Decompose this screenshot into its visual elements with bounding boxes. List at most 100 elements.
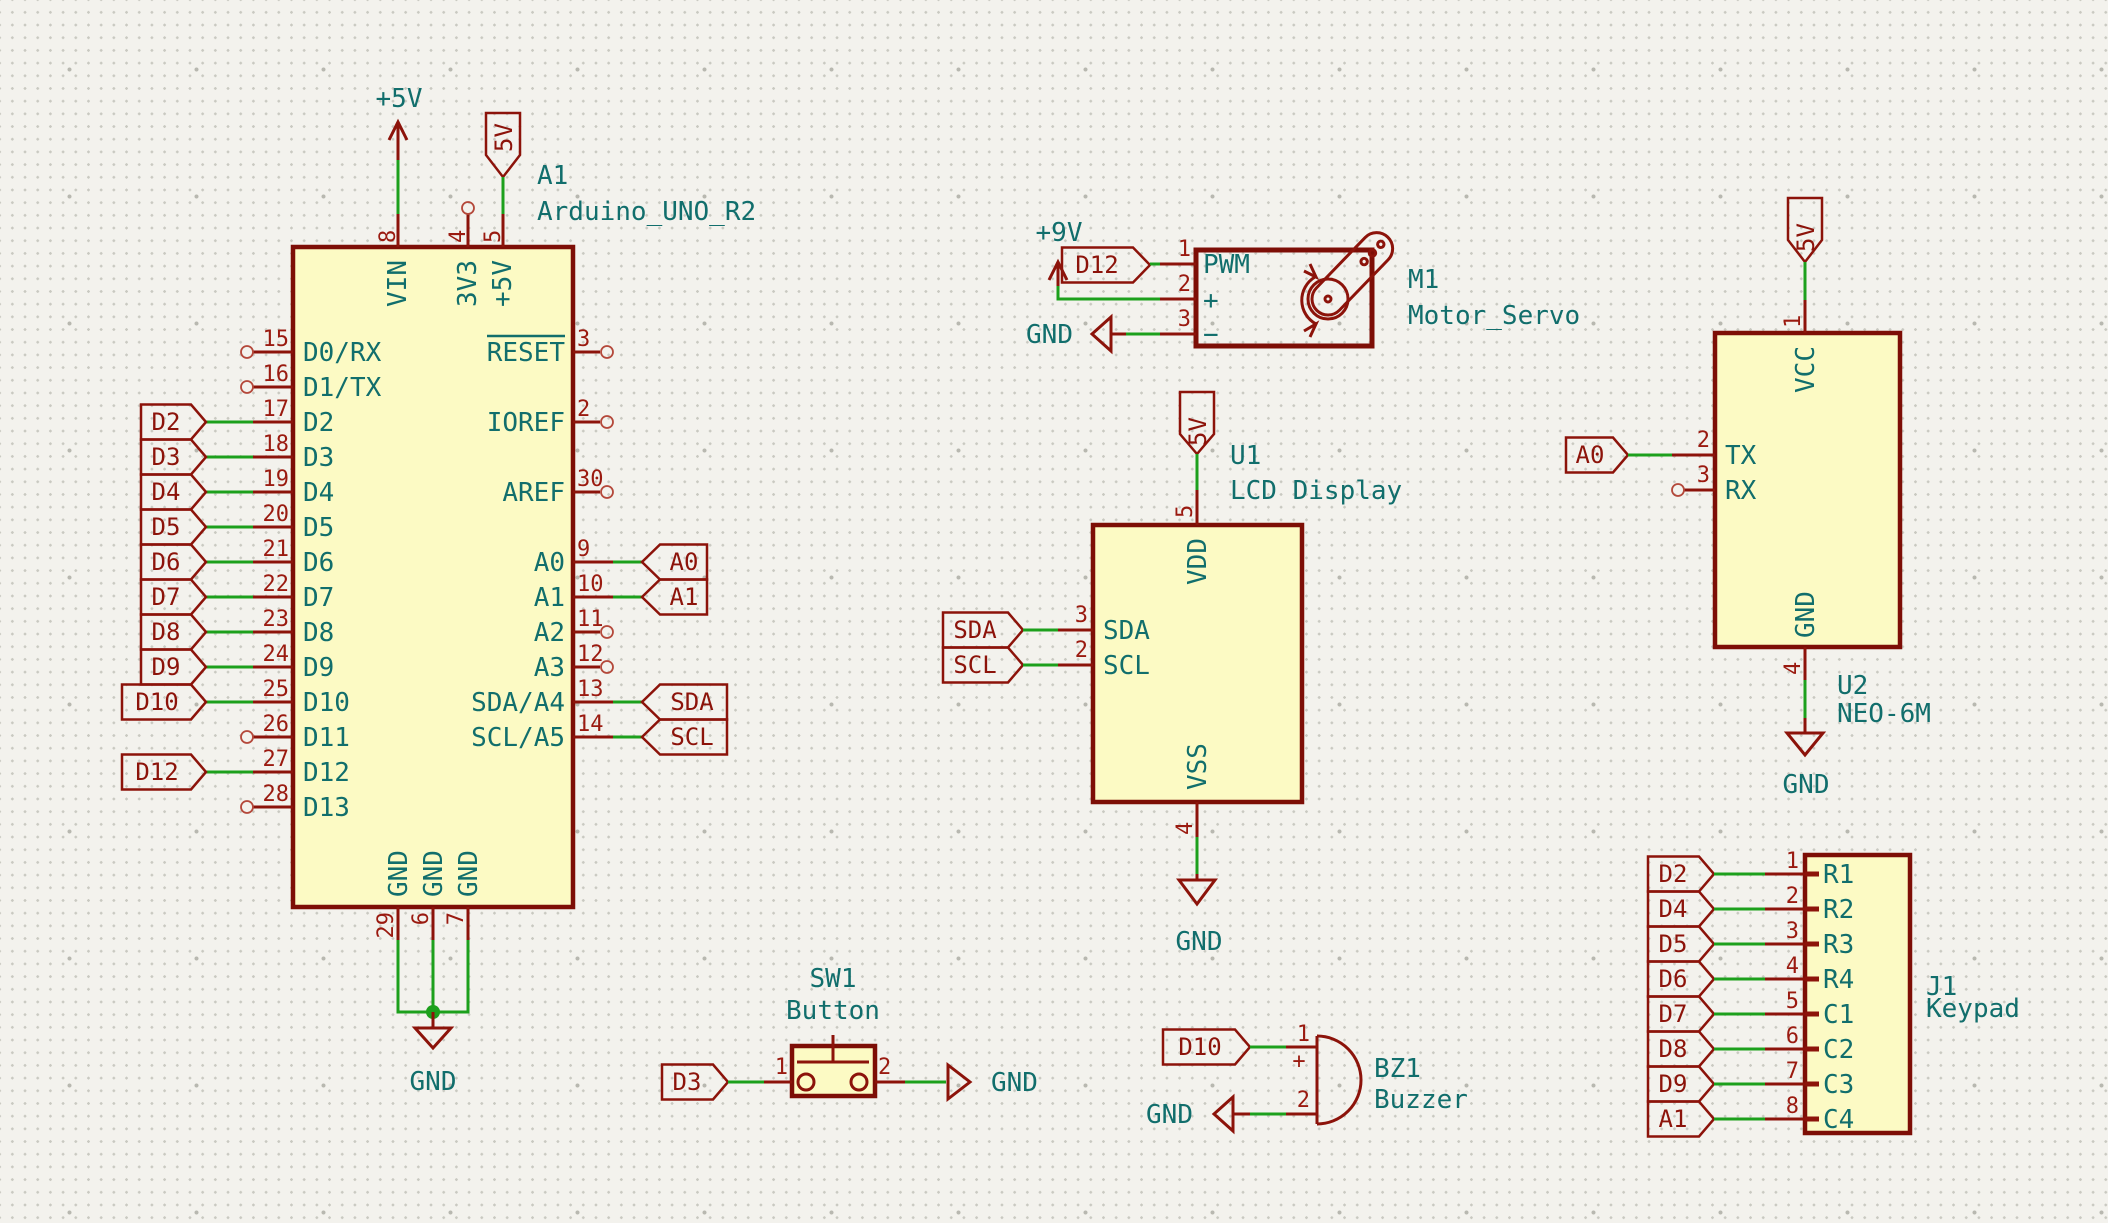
global-label-text[interactable]: D8	[1659, 1035, 1688, 1063]
global-label-text[interactable]: D12	[135, 758, 178, 786]
global-label-text[interactable]: D10	[135, 688, 178, 716]
global-label-shape[interactable]	[640, 543, 709, 581]
global-label-text[interactable]: D6	[1659, 965, 1688, 993]
global-label-shape[interactable]	[640, 718, 729, 756]
lcd-body[interactable]	[1090, 522, 1305, 805]
gnd-symbol[interactable]: GND	[1783, 718, 1830, 800]
global-label-shape[interactable]	[139, 648, 208, 686]
keypad-ref[interactable]: J1	[1926, 972, 1957, 1002]
global-label-shape[interactable]	[1161, 1028, 1252, 1066]
gnd-label[interactable]: GND	[991, 1068, 1038, 1098]
global-label-text[interactable]: D12	[1075, 251, 1118, 279]
gps-value[interactable]: NEO-6M	[1837, 699, 1931, 729]
gps-body[interactable]	[1712, 330, 1903, 650]
power-plus5v-label[interactable]: +5V	[376, 84, 423, 114]
arduino-right-pins[interactable]: 3 RESET 2 IOREF 30 AREF A0 9 A0 A1	[471, 327, 729, 756]
global-label-text[interactable]: D4	[1659, 895, 1688, 923]
gnd-label[interactable]: GND	[1176, 927, 1223, 957]
global-label-text[interactable]: A0	[670, 548, 699, 576]
arduino-symbol[interactable]: A1 Arduino_UNO_R2 +5V 5V 8 VIN 4 3V3 5 +…	[120, 84, 756, 1097]
global-label-text[interactable]: A1	[1659, 1105, 1688, 1133]
gnd-label[interactable]: GND	[1146, 1100, 1193, 1130]
gnd-label[interactable]: GND	[410, 1067, 457, 1097]
global-label-text[interactable]: SCL	[670, 723, 713, 751]
gnd-symbol[interactable]: GND	[410, 1012, 457, 1097]
buzzer-symbol[interactable]: BZ1 Buzzer D10 1 + 2 GND	[1146, 1022, 1468, 1135]
gnd-symbol[interactable]: GND	[1176, 874, 1223, 957]
global-label-shape[interactable]	[1646, 960, 1716, 998]
buzzer-value[interactable]: Buzzer	[1374, 1085, 1468, 1115]
global-label-shape[interactable]	[1646, 995, 1716, 1033]
wire-segment[interactable]	[1056, 286, 1160, 301]
global-label-shape[interactable]	[941, 646, 1025, 684]
global-label-text[interactable]: D5	[1659, 930, 1688, 958]
global-label-5v[interactable]: 5V	[1178, 390, 1216, 456]
global-label-text[interactable]: D7	[1659, 1000, 1688, 1028]
global-label-text[interactable]: D2	[152, 408, 181, 436]
global-label-shape[interactable]	[1646, 1065, 1716, 1103]
button-value[interactable]: Button	[786, 996, 880, 1026]
global-label-text[interactable]: SDA	[953, 616, 997, 644]
arduino-bottom-pins[interactable]: 29 6 7 GND GND GND	[374, 850, 484, 940]
global-label-shape[interactable]	[1564, 436, 1630, 474]
global-label-text[interactable]: D5	[152, 513, 181, 541]
keypad-symbol[interactable]: J1 Keypad D2 1 R1 D4 2 R2 D5 3 R3 D6 4 R…	[1646, 849, 2020, 1138]
global-label-shape[interactable]	[139, 543, 208, 581]
lcd-value[interactable]: LCD Display	[1230, 476, 1402, 506]
global-label-shape[interactable]	[1646, 1100, 1716, 1138]
global-label-shape[interactable]	[139, 438, 208, 476]
button-ref[interactable]: SW1	[810, 964, 857, 994]
power-plus9v-label[interactable]: +9V	[1036, 218, 1083, 248]
arduino-top-pins[interactable]: 8 VIN 4 3V3 5 +5V	[376, 201, 518, 307]
buzzer-ref[interactable]: BZ1	[1374, 1054, 1421, 1084]
global-label-text[interactable]: SCL	[953, 651, 996, 679]
arduino-ref[interactable]: A1	[537, 161, 568, 191]
keypad-body[interactable]	[1802, 852, 1913, 1136]
power-plus5v-symbol[interactable]: +5V	[376, 84, 423, 160]
global-label-shape[interactable]	[660, 1063, 730, 1101]
arduino-left-pins[interactable]: 15 D0/RX 16 D1/TX D2 17 D2 D3 18 D3	[120, 327, 382, 823]
servo-ref[interactable]: M1	[1408, 265, 1439, 295]
global-label-text[interactable]: D8	[152, 618, 181, 646]
power-plus9v-symbol[interactable]: +9V	[1036, 218, 1083, 286]
global-label-shape[interactable]	[139, 613, 208, 651]
global-label-shape[interactable]	[139, 508, 208, 546]
gnd-symbol[interactable]: GND	[946, 1061, 1038, 1103]
lcd-ref[interactable]: U1	[1230, 441, 1261, 471]
global-label-shape[interactable]	[120, 753, 208, 791]
global-label-shape[interactable]	[941, 611, 1025, 649]
keypad-value[interactable]: Keypad	[1926, 994, 2020, 1024]
lcd-symbol[interactable]: U1 LCD Display 5V 5 VDD SDA 3 SDA SCL 2 …	[941, 390, 1402, 957]
global-label-text[interactable]: D2	[1659, 860, 1688, 888]
global-label-shape[interactable]	[1060, 246, 1152, 284]
global-label-5v[interactable]: 5V	[1786, 196, 1824, 265]
global-label-shape[interactable]	[139, 403, 208, 441]
global-label-text[interactable]: D4	[152, 478, 181, 506]
gps-ref[interactable]: U2	[1837, 671, 1868, 701]
global-label-text[interactable]: D3	[673, 1068, 702, 1096]
global-label-text[interactable]: D3	[152, 443, 181, 471]
global-label-shape[interactable]	[1646, 925, 1716, 963]
global-label-shape[interactable]	[640, 683, 729, 721]
servo-value[interactable]: Motor_Servo	[1408, 301, 1580, 331]
global-label-text[interactable]: D9	[152, 653, 181, 681]
global-label-shape[interactable]	[1646, 855, 1716, 893]
global-label-text[interactable]: SDA	[670, 688, 714, 716]
global-label-shape[interactable]	[139, 578, 208, 616]
gnd-symbol[interactable]: GND	[1026, 313, 1126, 355]
button-symbol[interactable]: SW1 Button D3 1 2 GND	[660, 964, 1038, 1103]
global-label-text[interactable]: A1	[670, 583, 699, 611]
buzzer-body[interactable]	[1315, 1034, 1363, 1126]
global-label-5v[interactable]: 5V	[484, 111, 522, 180]
global-label-shape[interactable]	[1646, 890, 1716, 928]
gnd-symbol[interactable]: GND	[1146, 1093, 1250, 1135]
global-label-shape[interactable]	[139, 473, 208, 511]
global-label-text[interactable]: D7	[152, 583, 181, 611]
arduino-body[interactable]	[290, 244, 576, 910]
arduino-value[interactable]: Arduino_UNO_R2	[537, 197, 756, 227]
gps-symbol[interactable]: U2 NEO-6M 5V 1 VCC A0 2 TX 3 RX 4 GND GN…	[1564, 196, 1931, 800]
global-label-shape[interactable]	[120, 683, 208, 721]
gnd-label[interactable]: GND	[1026, 320, 1073, 350]
servo-symbol[interactable]: M1 Motor_Servo D12 1 PWM +9V 2 + GND 3 −	[1026, 218, 1580, 355]
global-label-text[interactable]: D6	[152, 548, 181, 576]
